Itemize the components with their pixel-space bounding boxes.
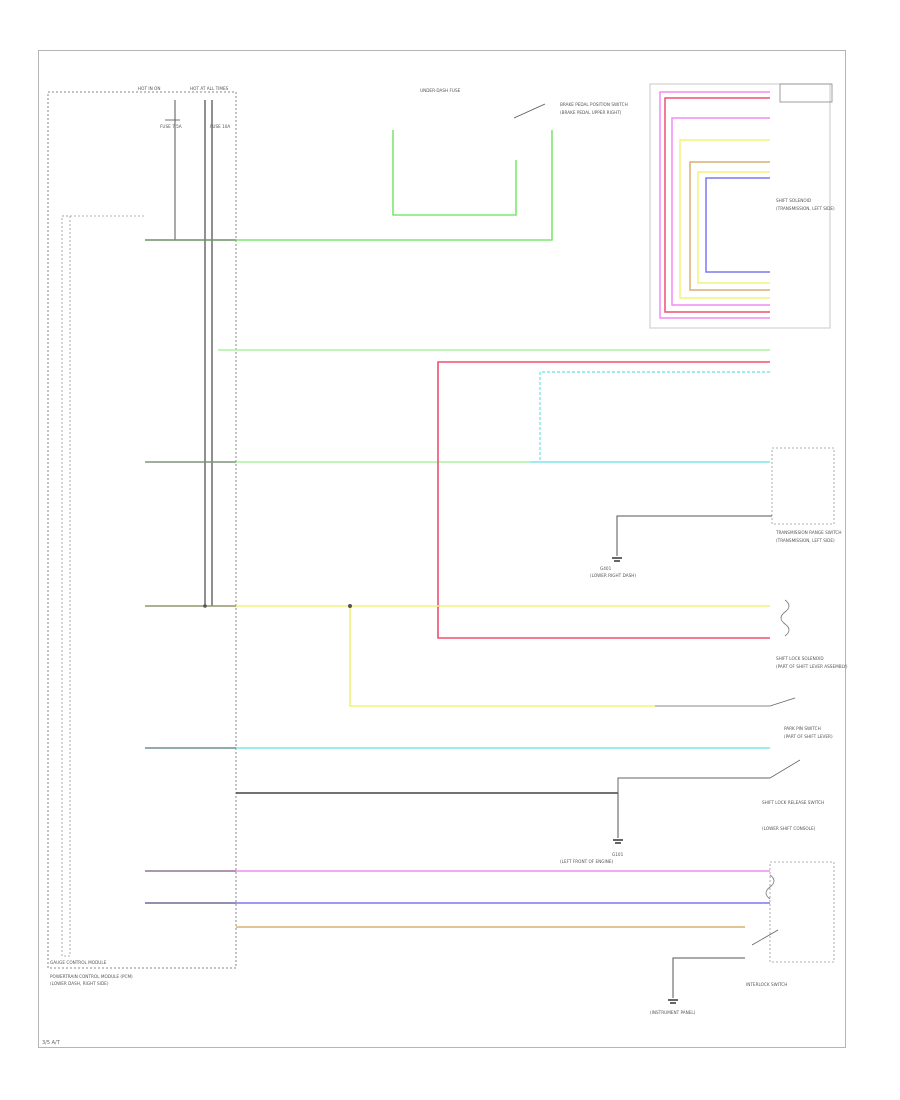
ground-symbol-g401	[612, 557, 622, 562]
cyan-drop	[539, 371, 770, 462]
shift-release-sub-label: (LOWER SHIFT CONSOLE)	[762, 826, 816, 831]
page-number: 3/5 A/T	[42, 1040, 60, 1046]
shift-solenoid-sub-label: (TRANSMISSION, LEFT SIDE)	[776, 206, 835, 211]
ground-symbol-interlock	[668, 999, 678, 1004]
top-right-harness	[659, 91, 770, 319]
trans-ground-wire	[616, 515, 772, 556]
red-wire	[437, 361, 770, 639]
shift-lock-sub-label: (PART OF SHIFT LEVER ASSEMBLY)	[776, 664, 848, 669]
splice-yellow	[348, 604, 352, 608]
splice-fuse	[203, 604, 207, 608]
yellow-branch	[349, 606, 655, 707]
brake-switch-green-out	[145, 130, 553, 241]
shift-lock-label: SHIFT LOCK SOLENOID	[776, 656, 824, 661]
g401-label: G401	[600, 566, 612, 571]
interlock-switch	[751, 929, 779, 946]
brake-switch-green-loop	[392, 130, 517, 216]
top-right-component	[779, 83, 833, 103]
trans-range-box	[771, 447, 835, 525]
black-wire-right	[617, 777, 770, 793]
release-switch-contact	[769, 759, 801, 779]
top-right-connector-box	[649, 83, 831, 329]
hot-at-all-times-label: HOT AT ALL TIMES	[190, 86, 229, 91]
hot-in-on-label: HOT IN ON	[138, 86, 161, 91]
brake-switch-contact	[513, 103, 546, 119]
park-pin-label: PARK PIN SWITCH	[784, 726, 821, 731]
shift-solenoid-label: SHIFT SOLENOID	[776, 198, 812, 203]
ground-symbol-g101	[613, 839, 623, 844]
interlock-label: INTERLOCK SWITCH	[746, 982, 788, 987]
under-dash-fuse-label: UNDER-DASH FUSE	[420, 88, 461, 93]
trans-range-label: TRANSMISSION RANGE SWITCH	[776, 530, 842, 535]
g101-label: G101	[612, 852, 624, 857]
gauge-module-label: GAUGE CONTROL MODULE	[50, 960, 107, 965]
interlock-box	[769, 861, 835, 963]
fuse-b-label: FUSE 10A	[210, 124, 231, 129]
shift-release-label: SHIFT LOCK RELEASE SWITCH	[762, 800, 825, 805]
pcm-dashed-box	[47, 91, 237, 969]
brake-switch-sub-label: (BRAKE PEDAL UPPER RIGHT)	[560, 110, 622, 115]
fuse-a-label: FUSE 7.5A	[160, 124, 182, 129]
g101-sub-label: (LEFT FRONT OF ENGINE)	[560, 859, 614, 864]
interlock-coil	[765, 874, 775, 900]
g401-sub-label: (LOWER RIGHT DASH)	[590, 573, 637, 578]
brake-switch-label: BRAKE PEDAL POSITION SWITCH	[560, 102, 628, 107]
pcm-inner-dashed	[61, 215, 71, 957]
diagram-frame	[38, 50, 846, 1048]
interlock-ground-wire	[672, 957, 745, 998]
trans-range-sub-label: (TRANSMISSION, LEFT SIDE)	[776, 538, 835, 543]
pcm-stubs	[145, 239, 236, 904]
pcm-label: POWERTRAIN CONTROL MODULE (PCM)	[50, 974, 133, 979]
pcm-sub-label: (LOWER DASH, RIGHT SIDE)	[50, 981, 109, 986]
park-pin-sub-label: (PART OF SHIFT LEVER)	[784, 734, 833, 739]
interlock-ground-label: (INSTRUMENT PANEL)	[650, 1010, 696, 1015]
shift-lock-coil	[780, 599, 790, 637]
park-pin-contact	[769, 697, 796, 707]
